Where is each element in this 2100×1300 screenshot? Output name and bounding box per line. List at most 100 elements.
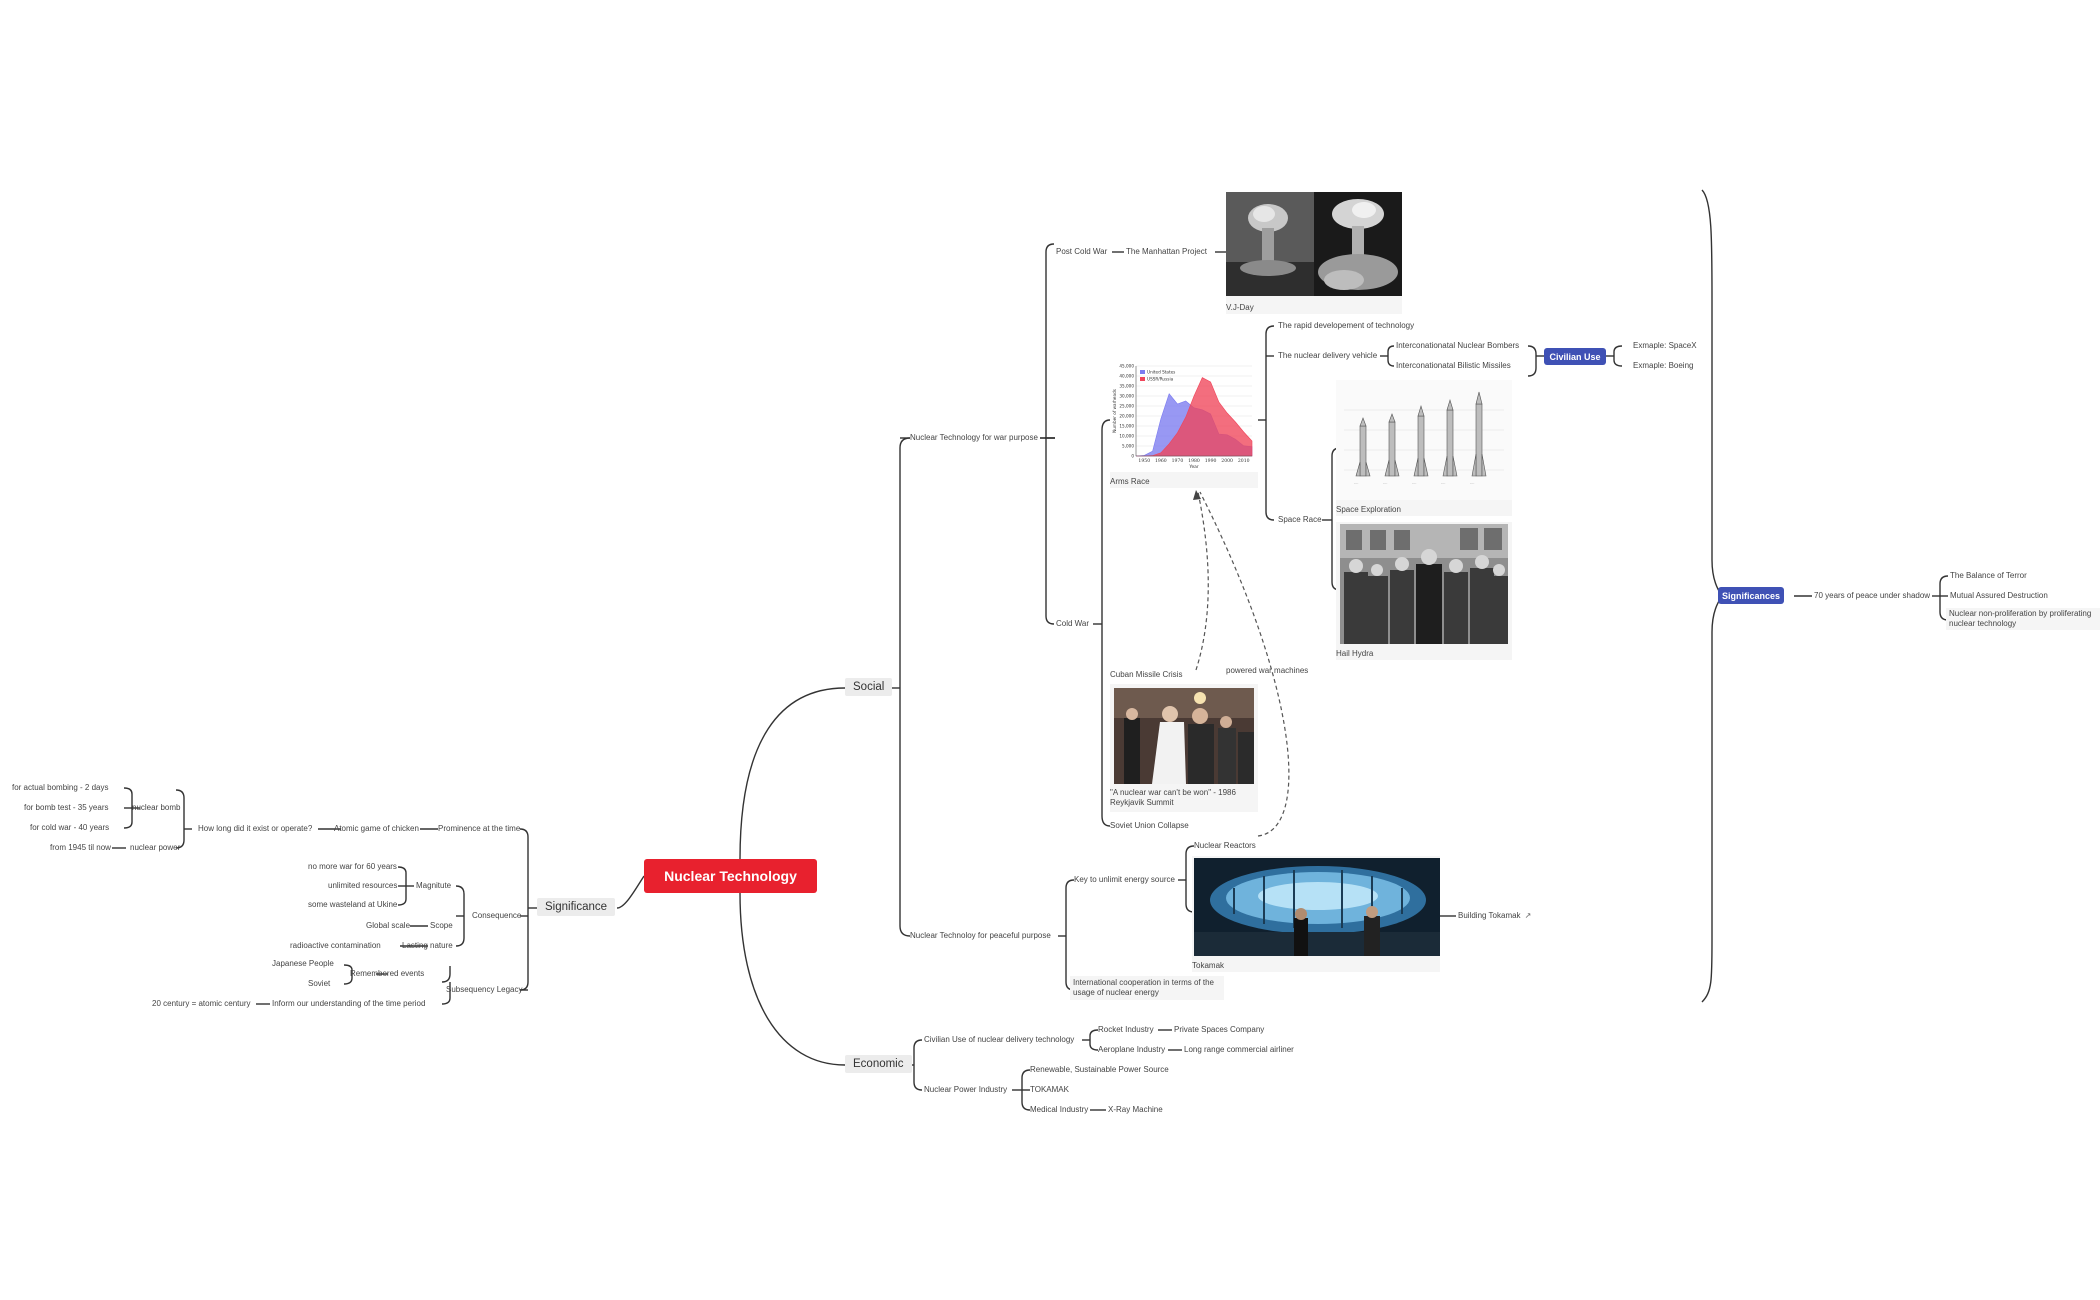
y-tick-label: 45,000: [1119, 364, 1134, 369]
topic-inform[interactable]: Inform our understanding of the time per…: [272, 999, 426, 1008]
topic-icbm-missiles[interactable]: Interconationatal Bilistic Missiles: [1396, 361, 1511, 370]
topic-how-long[interactable]: How long did it exist or operate?: [198, 824, 313, 833]
x-tick-label: 1990: [1205, 458, 1217, 464]
topic-long-range[interactable]: Long range commercial airliner: [1184, 1045, 1294, 1054]
branch-social[interactable]: Social: [845, 678, 893, 696]
topic-from-1945[interactable]: from 1945 til now: [50, 843, 111, 852]
chart-axes: 05,00010,00015,00020,00025,00030,00035,0…: [1112, 364, 1252, 470]
topic-rocket-industry[interactable]: Rocket Industry: [1098, 1025, 1154, 1034]
topic-xray[interactable]: X-Ray Machine: [1108, 1105, 1163, 1114]
topic-cold-war[interactable]: Cold War: [1056, 619, 1090, 628]
topic-atomic-chicken[interactable]: Atomic game of chicken: [334, 824, 419, 833]
summary-significances[interactable]: Significances: [1718, 587, 1784, 604]
topic-mad[interactable]: Mutual Assured Destruction: [1950, 591, 2048, 600]
topic-soviet[interactable]: Soviet: [308, 979, 331, 988]
topic-nuclear-power[interactable]: nuclear power: [130, 843, 181, 852]
topic-cuban-missile-crisis[interactable]: Cuban Missile Crisis: [1110, 670, 1183, 679]
x-tick-label: 1970: [1172, 458, 1184, 464]
topic-peace[interactable]: 70 years of peace under shadow: [1814, 591, 1931, 600]
topic-global-scale[interactable]: Global scale: [366, 921, 411, 930]
y-tick-label: 0: [1131, 454, 1134, 459]
topic-example-boeing[interactable]: Exmaple: Boeing: [1633, 361, 1694, 370]
topic-wasteland[interactable]: some wasteland at Ukine: [308, 900, 398, 909]
topic-legacy[interactable]: Subsequency Legacy: [446, 985, 523, 994]
topic-soviet-collapse[interactable]: Soviet Union Collapse: [1110, 821, 1189, 830]
topic-manhattan-project[interactable]: The Manhattan Project: [1126, 247, 1207, 256]
x-tick-label: 1980: [1188, 458, 1200, 464]
topic-unlimited-resources[interactable]: unlimited resources: [328, 881, 398, 890]
topic-lasting-nature[interactable]: Lasting nature: [402, 941, 453, 950]
arms-race-caption: Arms Race: [1110, 477, 1150, 486]
topic-space-race[interactable]: Space Race: [1278, 515, 1322, 524]
external-link-icon[interactable]: ↗: [1524, 911, 1532, 920]
topic-bomb-test[interactable]: for bomb test - 35 years: [24, 803, 109, 812]
svg-text:----: ----: [1441, 481, 1445, 485]
y-tick-label: 20,000: [1119, 414, 1134, 419]
x-tick-label: 1960: [1155, 458, 1167, 464]
hail-hydra-caption: Hail Hydra: [1336, 649, 1374, 658]
legend-label: United States: [1147, 370, 1175, 375]
relationship-label[interactable]: powered war machines: [1226, 666, 1309, 675]
y-tick-label: 40,000: [1119, 374, 1134, 379]
topic-atomic-century[interactable]: 20 century = atomic century: [152, 999, 251, 1008]
topic-nuclear-bomb[interactable]: nuclear bomb: [132, 803, 181, 812]
topic-nuclear-reactors[interactable]: Nuclear Reactors: [1194, 841, 1256, 850]
vj-day-image-card[interactable]: V.J-Day: [1226, 192, 1402, 314]
reykjavik-image-card[interactable]: "A nuclear war can't be won" - 1986 Reyk…: [1110, 684, 1258, 812]
svg-text:----: ----: [1383, 481, 1387, 485]
topic-no-more-war[interactable]: no more war for 60 years: [308, 862, 397, 871]
topic-non-proliferation[interactable]: Nuclear non-proliferation by proliferati…: [1946, 608, 2100, 630]
topic-actual-bombing[interactable]: for actual bombing - 2 days: [12, 783, 109, 792]
legend-swatch: [1140, 377, 1145, 381]
chart-areas: [1135, 377, 1253, 457]
tokamak-caption: Tokamak: [1192, 961, 1225, 970]
x-tick-label: 2000: [1221, 458, 1233, 464]
topic-private-spaces[interactable]: Private Spaces Company: [1174, 1025, 1265, 1034]
hail-hydra-image-card[interactable]: Hail Hydra: [1336, 522, 1512, 660]
topic-prominence[interactable]: Prominence at the time: [438, 824, 521, 833]
tokamak-image-card[interactable]: Tokamak: [1192, 856, 1440, 972]
root-topic[interactable]: Nuclear Technology: [644, 859, 817, 893]
topic-war-purpose[interactable]: Nuclear Technology for war purpose: [910, 433, 1038, 442]
topic-tokamak[interactable]: TOKAMAK: [1030, 1085, 1069, 1094]
topic-consequence[interactable]: Consequence: [472, 911, 522, 920]
x-tick-label: 2010: [1238, 458, 1250, 464]
summary-civilian-use[interactable]: Civilian Use: [1544, 348, 1606, 365]
topic-scope[interactable]: Scope: [430, 921, 453, 930]
topic-icbm-bombers[interactable]: Interconationatal Nuclear Bombers: [1396, 341, 1520, 350]
topic-peaceful-purpose[interactable]: Nuclear Technoloy for peaceful purpose: [910, 931, 1051, 940]
topic-building-tokamak[interactable]: Building Tokamak↗: [1458, 911, 1531, 921]
space-exploration-image-card[interactable]: ------------ -------- Space Exploration: [1336, 380, 1512, 516]
topic-renewable[interactable]: Renewable, Sustainable Power Source: [1030, 1065, 1169, 1074]
topic-medical-industry[interactable]: Medical Industry: [1030, 1105, 1089, 1114]
topic-power-industry[interactable]: Nuclear Power Industry: [924, 1085, 1008, 1094]
topic-unlimit-energy[interactable]: Key to unlimit energy source: [1074, 875, 1175, 884]
y-tick-label: 10,000: [1119, 434, 1134, 439]
legend-swatch: [1140, 370, 1145, 374]
x-tick-label: 1950: [1138, 458, 1150, 464]
legend-label: USSR/Russia: [1147, 377, 1174, 382]
topic-magnitude[interactable]: Magnitute: [416, 881, 452, 890]
topic-balance-of-terror[interactable]: The Balance of Terror: [1950, 571, 2027, 580]
y-tick-label: 5,000: [1122, 444, 1134, 449]
topic-radioactive[interactable]: radioactive contamination: [290, 941, 381, 950]
svg-text:----: ----: [1412, 481, 1416, 485]
topic-cold-war-years[interactable]: for cold war - 40 years: [30, 823, 110, 832]
topic-civilian-delivery[interactable]: Civilian Use of nuclear delivery technol…: [924, 1035, 1075, 1044]
topic-intl-cooperation[interactable]: International cooperation in terms of th…: [1070, 976, 1224, 1000]
topic-post-cold-war[interactable]: Post Cold War: [1056, 247, 1108, 256]
branch-economic[interactable]: Economic: [845, 1055, 912, 1073]
topic-example-spacex[interactable]: Exmaple: SpaceX: [1633, 341, 1697, 350]
rockets-illustration: ------------ --------: [1336, 380, 1512, 500]
topic-japanese[interactable]: Japanese People: [272, 959, 334, 968]
vj-day-caption: V.J-Day: [1226, 303, 1254, 312]
topic-rapid-development[interactable]: The rapid developement of technology: [1278, 321, 1415, 330]
topic-delivery-vehicle[interactable]: The nuclear delivery vehicle: [1278, 351, 1378, 360]
topic-aeroplane-industry[interactable]: Aeroplane Industry: [1098, 1045, 1166, 1054]
branch-significance[interactable]: Significance: [537, 898, 616, 916]
topic-remembered-events[interactable]: Remembered events: [350, 969, 425, 978]
arms-race-chart: 05,00010,00015,00020,00025,00030,00035,0…: [1110, 360, 1258, 472]
